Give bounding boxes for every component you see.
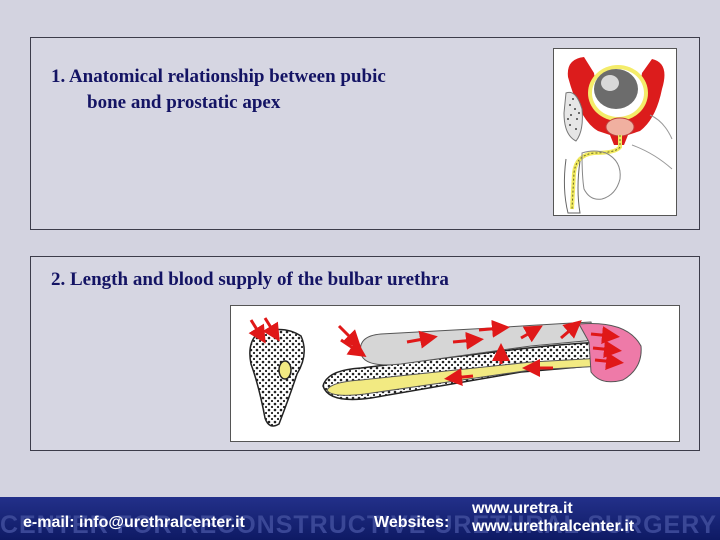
section-2-heading: 2. Length and blood supply of the bulbar… <box>51 267 449 293</box>
pelvis-figure <box>553 48 677 216</box>
section-1-heading-line1: Anatomical relationship between pubic <box>68 66 386 87</box>
section-1-heading: 1. Anatomical relationship between pubic… <box>51 64 386 116</box>
section-2-panel: 2. Length and blood supply of the bulbar… <box>30 256 700 451</box>
footer-email[interactable]: e-mail: info@urethralcenter.it <box>23 514 245 531</box>
pelvis-sagittal-section-icon <box>563 57 673 214</box>
footer-website-link-2[interactable]: www.urethralcenter.it <box>472 518 635 535</box>
bulbar-urethra-figure <box>230 305 680 442</box>
bulbar-urethra-blood-supply-icon <box>248 317 642 427</box>
footer-websites-label: Websites: <box>374 514 450 531</box>
section-1-number: 1. <box>51 66 66 87</box>
footer-watermark: CENTER FOR RECONSTRUCTIVE URETHRAL SURGE… <box>0 511 718 539</box>
footer-website-link-1[interactable]: www.uretra.it <box>472 500 573 517</box>
section-1-panel: 1. Anatomical relationship between pubic… <box>30 37 700 230</box>
section-2-heading-text: Length and blood supply of the bulbar ur… <box>70 269 449 290</box>
section-1-heading-line2: bone and prostatic apex <box>87 92 281 113</box>
footer-bar: CENTER FOR RECONSTRUCTIVE URETHRAL SURGE… <box>0 497 720 540</box>
section-2-number: 2. <box>51 269 66 290</box>
